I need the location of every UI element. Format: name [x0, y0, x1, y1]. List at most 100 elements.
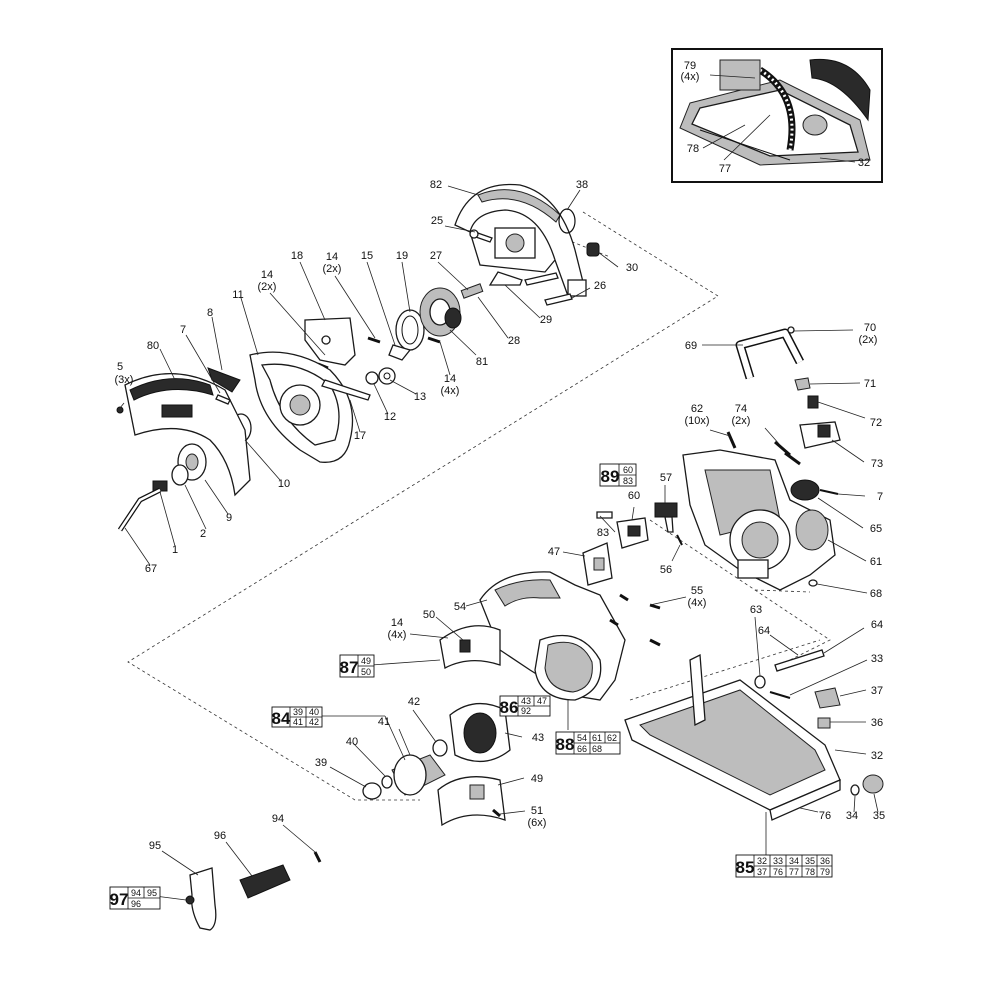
label-55: 55	[691, 585, 703, 597]
screw-56	[676, 534, 683, 546]
label-40: 40	[346, 736, 358, 748]
label-72: 72	[870, 417, 882, 429]
label-14c: 14	[444, 373, 456, 385]
label-73: 73	[871, 458, 883, 470]
kit-84-r2c2: 42	[309, 717, 319, 727]
wrench-67	[117, 487, 162, 532]
kit-box-87: 87 49 50	[340, 654, 375, 678]
label-18: 18	[291, 250, 303, 262]
screw-7b	[819, 489, 839, 495]
label-69: 69	[685, 340, 697, 352]
handle-69	[735, 328, 804, 380]
label-55-qty: (4x)	[688, 597, 707, 609]
screw-25	[469, 229, 493, 243]
kit-box-84: 84 39 40 41 42	[272, 706, 323, 728]
nut-36	[817, 717, 831, 729]
upper-blade-guard	[454, 183, 587, 297]
label-78: 78	[687, 143, 699, 155]
label-60: 60	[628, 490, 640, 502]
label-35: 35	[873, 810, 885, 822]
kit-box-88: 88 54 61 62 66 68	[556, 731, 621, 755]
assembly-dashed-lines	[127, 211, 831, 801]
label-39: 39	[315, 757, 327, 769]
label-33: 33	[871, 653, 883, 665]
kit-87-r1c1: 49	[361, 656, 371, 666]
label-11: 11	[232, 289, 243, 301]
label-61: 61	[870, 556, 882, 568]
kit-85-r2c5: 79	[820, 867, 830, 877]
label-70-qty: (2x)	[859, 334, 878, 346]
screw-70	[787, 326, 795, 334]
label-82: 82	[430, 179, 442, 191]
wire-83	[596, 511, 613, 519]
kit-85-r1c5: 36	[820, 856, 830, 866]
kit-85-r2c4: 78	[805, 867, 815, 877]
label-12: 12	[384, 411, 396, 423]
knob-30	[586, 242, 600, 257]
label-14a-qty: (2x)	[258, 281, 277, 293]
label-51-qty: (6x)	[528, 817, 547, 829]
handle-housing-54	[479, 571, 626, 701]
label-51: 51	[531, 805, 543, 817]
kit-box-86: 86 43 47 92	[500, 695, 551, 717]
label-2: 2	[200, 528, 206, 540]
screws-74	[774, 440, 801, 466]
kit-84-id: 84	[272, 709, 291, 728]
kit-88-id: 88	[556, 735, 575, 754]
label-56: 56	[660, 564, 672, 576]
label-94: 94	[272, 813, 284, 825]
label-5-qty: (3x)	[115, 374, 134, 386]
cover-96	[239, 864, 291, 899]
kit-89-r2c1: 83	[623, 476, 633, 486]
washer-12-13	[365, 367, 396, 385]
label-50: 50	[423, 609, 435, 621]
label-74-qty: (2x)	[732, 415, 751, 427]
label-19: 19	[396, 250, 408, 262]
kit-88-r1c2: 61	[592, 733, 602, 743]
label-28: 28	[508, 335, 520, 347]
kit-85-r1c3: 34	[789, 856, 799, 866]
kit-85-r1c4: 35	[805, 856, 815, 866]
bracket-18	[304, 317, 356, 366]
label-43: 43	[532, 732, 544, 744]
label-7b: 7	[877, 491, 883, 503]
label-49: 49	[531, 773, 543, 785]
switch-73	[799, 421, 841, 449]
kit-box-97: 97 94 95 96	[110, 886, 161, 910]
label-47: 47	[548, 546, 560, 558]
pins-26	[524, 272, 573, 306]
kit-88-r1c1: 54	[577, 733, 587, 743]
label-27: 27	[430, 250, 442, 262]
front-guard-80	[124, 372, 251, 497]
kit-85-r2c2: 76	[773, 867, 783, 877]
board-47	[582, 542, 613, 586]
screw-7a	[215, 394, 231, 405]
label-54: 54	[454, 601, 466, 613]
label-14a: 14	[261, 269, 273, 281]
kit-89-r1c1: 60	[623, 465, 633, 475]
kit-89-id: 89	[601, 467, 620, 486]
lever-29	[488, 271, 523, 286]
washer-2	[171, 464, 189, 486]
washer-39	[362, 782, 382, 800]
label-15: 15	[361, 250, 373, 262]
label-57: 57	[660, 472, 672, 484]
label-14d: 14	[391, 617, 403, 629]
base-plate-32	[624, 653, 841, 821]
label-68: 68	[870, 588, 882, 600]
label-13: 13	[414, 391, 426, 403]
kit-85-r2c1: 37	[757, 867, 767, 877]
washer-63	[754, 675, 766, 689]
label-26: 26	[594, 280, 606, 292]
end-cap-49	[437, 776, 506, 827]
switch-57	[654, 502, 678, 533]
label-36: 36	[871, 717, 883, 729]
housing-50	[439, 625, 501, 669]
kit-box-85: 85 32 33 34 35 36 37 76 77 78 79	[736, 854, 833, 878]
label-79: 79	[684, 60, 696, 72]
label-70: 70	[864, 322, 876, 334]
ring-40	[381, 775, 393, 789]
oring-68	[808, 579, 818, 587]
label-74: 74	[735, 403, 747, 415]
